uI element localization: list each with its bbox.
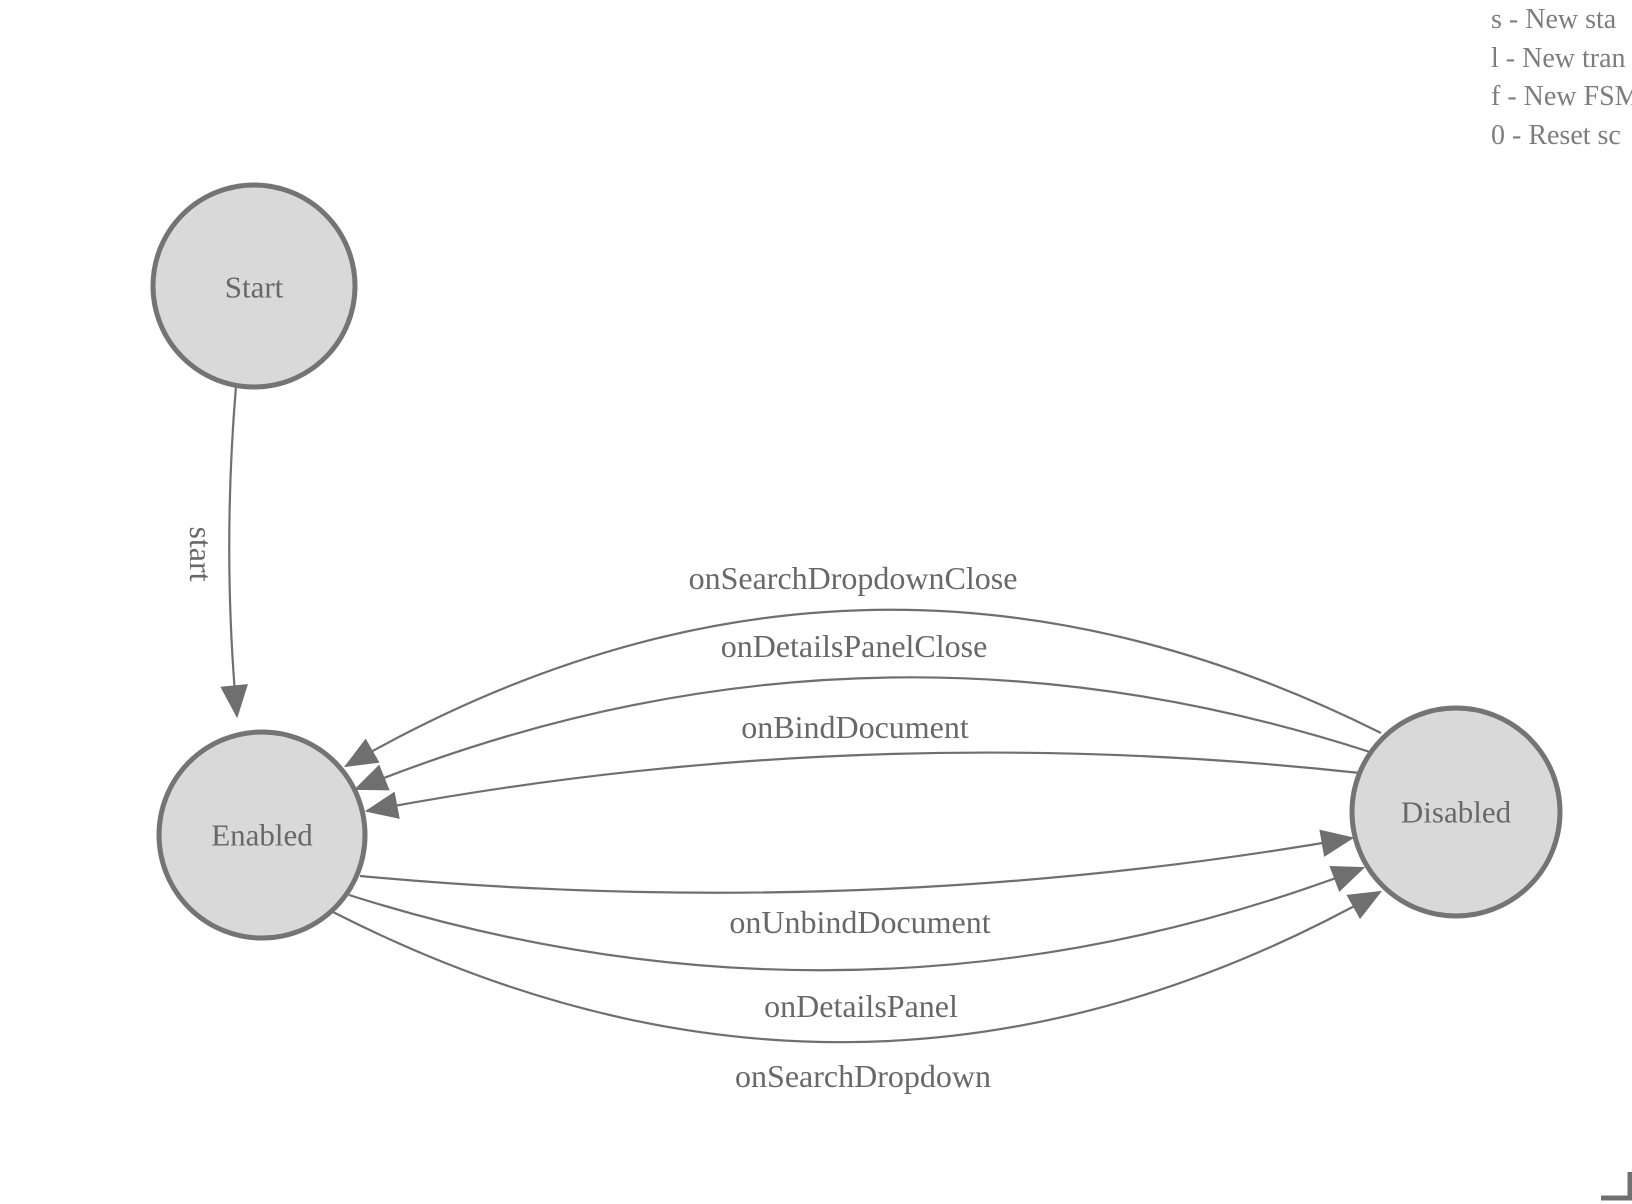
transition-onbinddocument-label: onBindDocument	[741, 709, 969, 745]
transition-start-label: start	[183, 526, 219, 581]
legend-line-new-transition: l - New tran	[1491, 42, 1626, 74]
transition-onunbinddocument[interactable]: onUnbindDocument	[359, 829, 1355, 940]
state-start[interactable]: Start	[150, 182, 358, 390]
state-enabled[interactable]: Enabled	[156, 729, 368, 941]
transition-ondetailspanel-path[interactable]	[348, 865, 1366, 972]
state-start-circle[interactable]	[150, 182, 358, 390]
state-enabled-circle[interactable]	[156, 729, 368, 941]
legend-line-reset: 0 - Reset sc	[1491, 119, 1621, 151]
transition-onunbinddocument-path[interactable]	[359, 829, 1355, 894]
legend-line-new-fsm: f - New FSM	[1491, 81, 1632, 112]
state-disabled-label: Disabled	[1401, 795, 1512, 830]
state-disabled[interactable]: Disabled	[1349, 705, 1563, 919]
transition-start-path[interactable]	[220, 385, 248, 719]
state-enabled-label: Enabled	[211, 818, 313, 853]
transition-onunbinddocument-label: onUnbindDocument	[729, 904, 990, 940]
transition-ondetailspanelclose-label: onDetailsPanelClose	[721, 628, 988, 664]
transition-ondetailspanel-label: onDetailsPanel	[764, 988, 958, 1024]
transition-onsearchdropdownclose-path[interactable]	[343, 608, 1382, 768]
state-start-label: Start	[225, 270, 284, 305]
legend-line-new-state: s - New sta	[1491, 4, 1617, 35]
transition-ondetailspanelclose[interactable]: onDetailsPanelClose	[353, 628, 1371, 791]
transition-ondetailspanel[interactable]: onDetailsPanel	[348, 865, 1366, 1024]
shortcut-legend: s - New sta l - New tran f - New FSM 0 -…	[1491, 1, 1632, 155]
state-disabled-circle[interactable]	[1349, 705, 1563, 919]
transition-onsearchdropdownclose-label: onSearchDropdownClose	[689, 560, 1018, 596]
corner-bracket	[1601, 1172, 1632, 1201]
transition-onsearchdropdown-path[interactable]	[332, 890, 1383, 1044]
transition-onbinddocument-path[interactable]	[364, 751, 1361, 819]
transition-onsearchdropdownclose[interactable]: onSearchDropdownClose	[343, 560, 1382, 768]
transition-onbinddocument[interactable]: onBindDocument	[364, 709, 1361, 819]
transition-onsearchdropdown-label: onSearchDropdown	[735, 1058, 991, 1094]
transition-ondetailspanelclose-path[interactable]	[353, 676, 1371, 791]
transition-onsearchdropdown[interactable]: onSearchDropdown	[332, 890, 1383, 1094]
transition-start[interactable]: start	[183, 385, 248, 719]
